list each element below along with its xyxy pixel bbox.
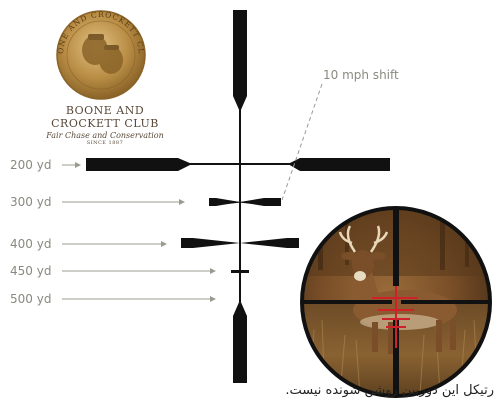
reticle-bottom-post xyxy=(233,300,247,383)
range-label-500: 500 yd xyxy=(10,292,51,306)
scope-view xyxy=(300,206,492,398)
shift-label: 10 mph shift xyxy=(323,68,399,82)
reticle-top-post xyxy=(233,10,247,112)
scope-ring xyxy=(300,206,492,398)
logo-portrait-icon xyxy=(82,34,123,74)
logo-tagline: Fair Chase and Conservation xyxy=(46,131,164,140)
reticle-400-right xyxy=(240,238,299,248)
logo-since: SINCE 1887 xyxy=(86,140,124,146)
range-label-400: 400 yd xyxy=(10,237,51,251)
reticle-200-right-post xyxy=(288,158,390,171)
logo-name: BOONE AND CROCKETT CLUB xyxy=(51,104,159,130)
reticle xyxy=(86,10,390,383)
reticle-200-left-post xyxy=(86,158,192,171)
range-label-450: 450 yd xyxy=(10,264,51,278)
shift-pointer-line xyxy=(281,83,323,201)
range-labels: 200 yd 300 yd 400 yd 450 yd 500 yd xyxy=(10,158,216,306)
reticle-400-left xyxy=(181,238,240,248)
logo-wordmark: BOONE AND CROCKETT CLUB Fair Chase and C… xyxy=(40,104,170,146)
reticle-200-crosshair xyxy=(190,163,290,165)
aim-marks xyxy=(372,286,418,348)
reticle-450-tick xyxy=(231,270,249,273)
logo-seal: BOONE AND CROCKETT CLUB xyxy=(0,0,146,100)
range-label-300: 300 yd xyxy=(10,195,51,209)
caption: رتیکل این دوربین روشن شونده نیست. xyxy=(285,383,494,398)
range-label-200: 200 yd xyxy=(10,158,51,172)
